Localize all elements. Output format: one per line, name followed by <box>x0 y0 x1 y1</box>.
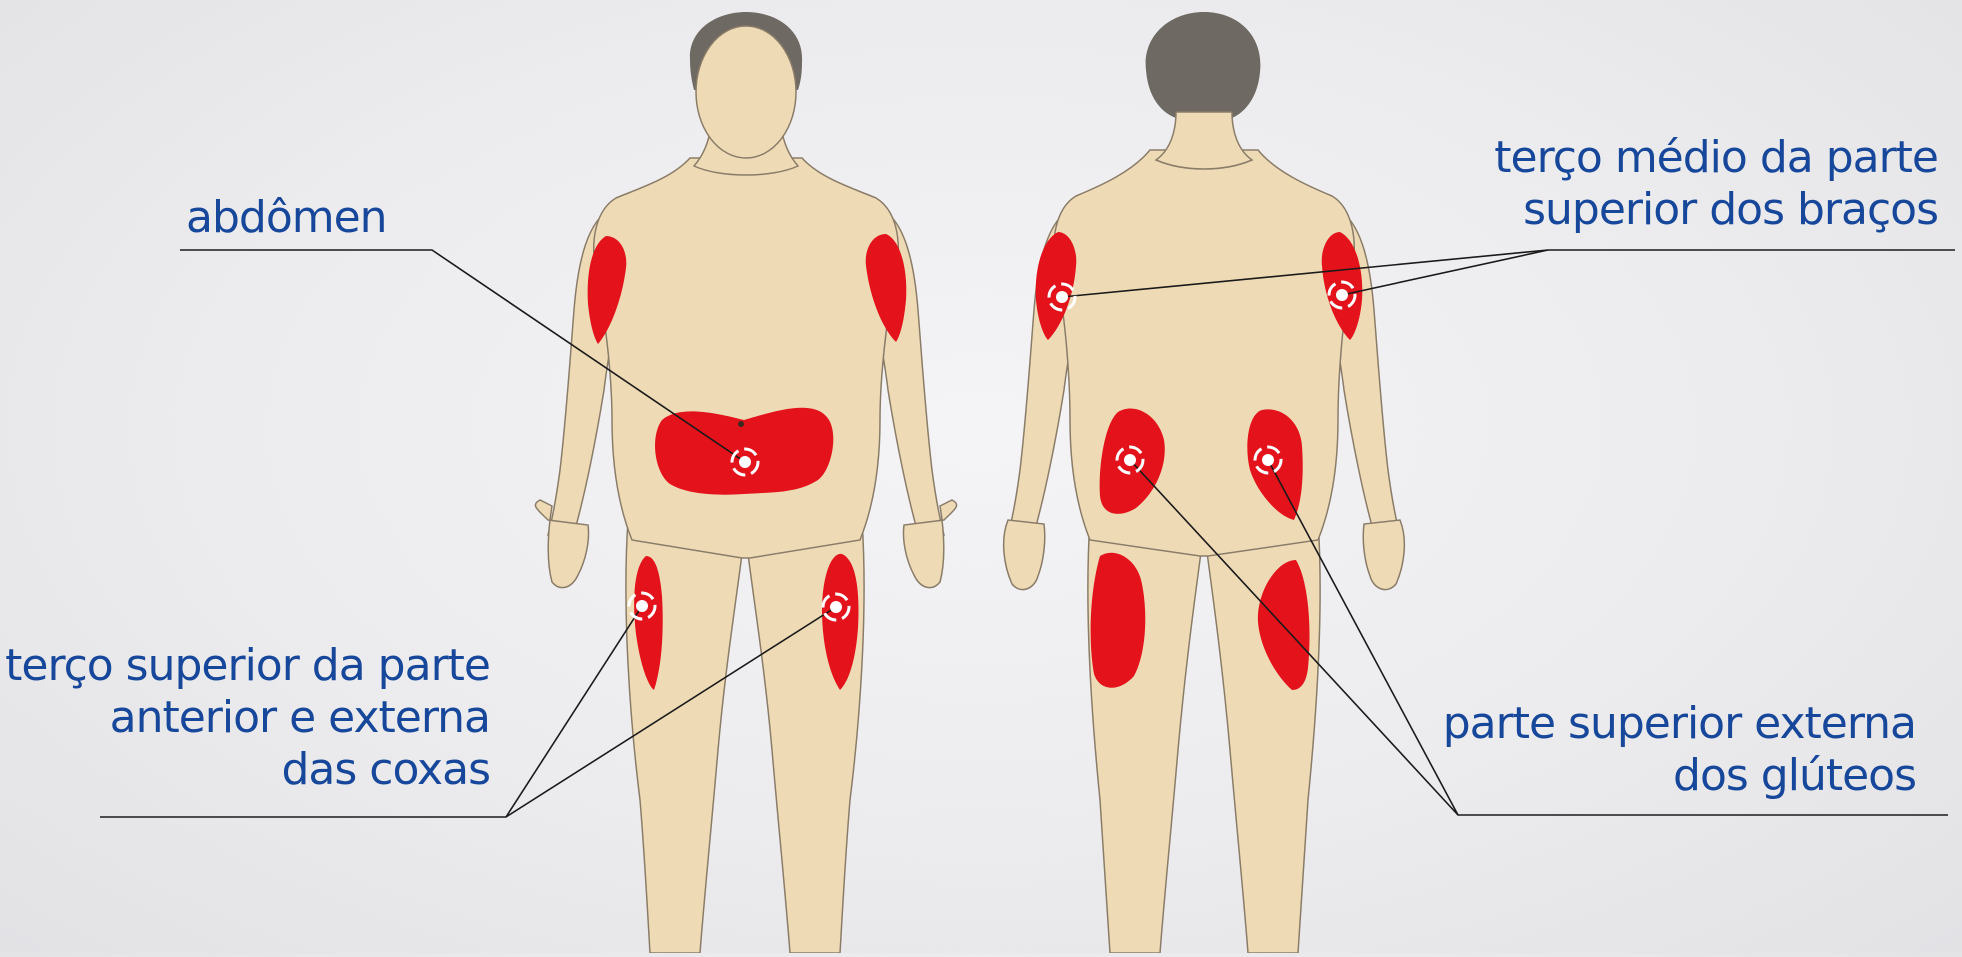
label-thighs: terço superior da parte anterior e exter… <box>5 640 490 796</box>
label-arms-line-2: superior dos braços <box>1494 184 1938 236</box>
front-body <box>535 12 956 953</box>
back-body <box>1004 12 1405 953</box>
front-abdomen-area <box>655 408 833 495</box>
label-arms: terço médio da parte superior dos braços <box>1494 132 1938 236</box>
label-thighs-line-3: das coxas <box>5 744 490 796</box>
label-buttocks-line-2: dos glúteos <box>1443 750 1916 802</box>
back-left-thigh-area <box>1091 553 1146 688</box>
back-neck <box>1156 112 1252 169</box>
back-hair <box>1146 12 1261 118</box>
front-head <box>696 26 796 158</box>
label-thighs-line-2: anterior e externa <box>5 692 490 744</box>
back-right-hand <box>1363 520 1404 590</box>
label-arms-line-1: terço médio da parte <box>1494 132 1938 184</box>
label-buttocks: parte superior externa dos glúteos <box>1443 698 1916 802</box>
arms-leader-right <box>1342 250 1548 295</box>
navel <box>738 421 744 427</box>
label-thighs-line-1: terço superior da parte <box>5 640 490 692</box>
back-left-hand <box>1004 520 1045 590</box>
label-abdomen: abdômen <box>186 192 387 244</box>
label-buttocks-line-1: parte superior externa <box>1443 698 1916 750</box>
label-abdomen-line: abdômen <box>186 192 387 244</box>
front-torso <box>594 158 898 558</box>
back-torso <box>1054 150 1354 556</box>
